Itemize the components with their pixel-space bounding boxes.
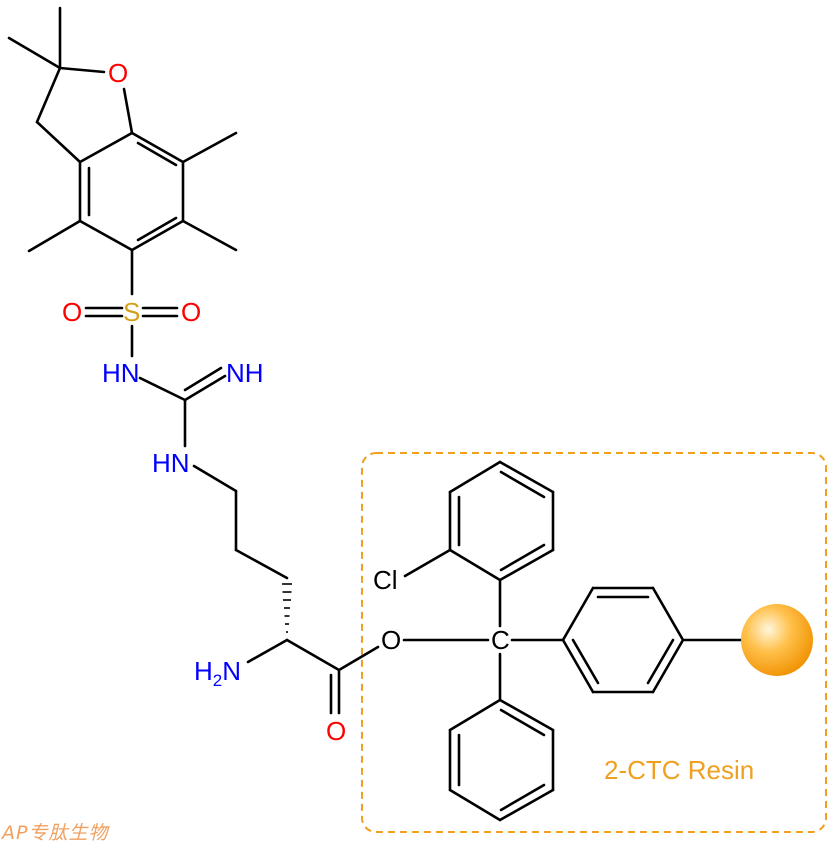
atom-nh-imine: NH [226, 358, 264, 388]
atom-o-sulfonyl-right: O [181, 297, 201, 327]
atom-o-carbonyl: O [326, 716, 346, 746]
resin-box [361, 452, 827, 833]
stereo-hash-wedge [282, 583, 292, 633]
resin-label: 2-CTC Resin [604, 755, 754, 785]
atom-c-trityl: C [491, 625, 510, 655]
brand-logo: AP专肽生物 [2, 822, 109, 844]
atom-s: S [123, 297, 140, 327]
atom-nh-guanidine: HN [152, 448, 190, 478]
atom-o-sulfonyl-left: O [62, 297, 82, 327]
atom-nh-sulfonamide: HN [102, 358, 140, 388]
atom-cl: Cl [373, 565, 398, 595]
atom-o-ester: O [381, 625, 401, 655]
bonds [7, 6, 744, 822]
atom-h2n: H2N [194, 656, 241, 690]
resin-bead [741, 604, 813, 676]
atom-o-ring: O [108, 58, 128, 88]
